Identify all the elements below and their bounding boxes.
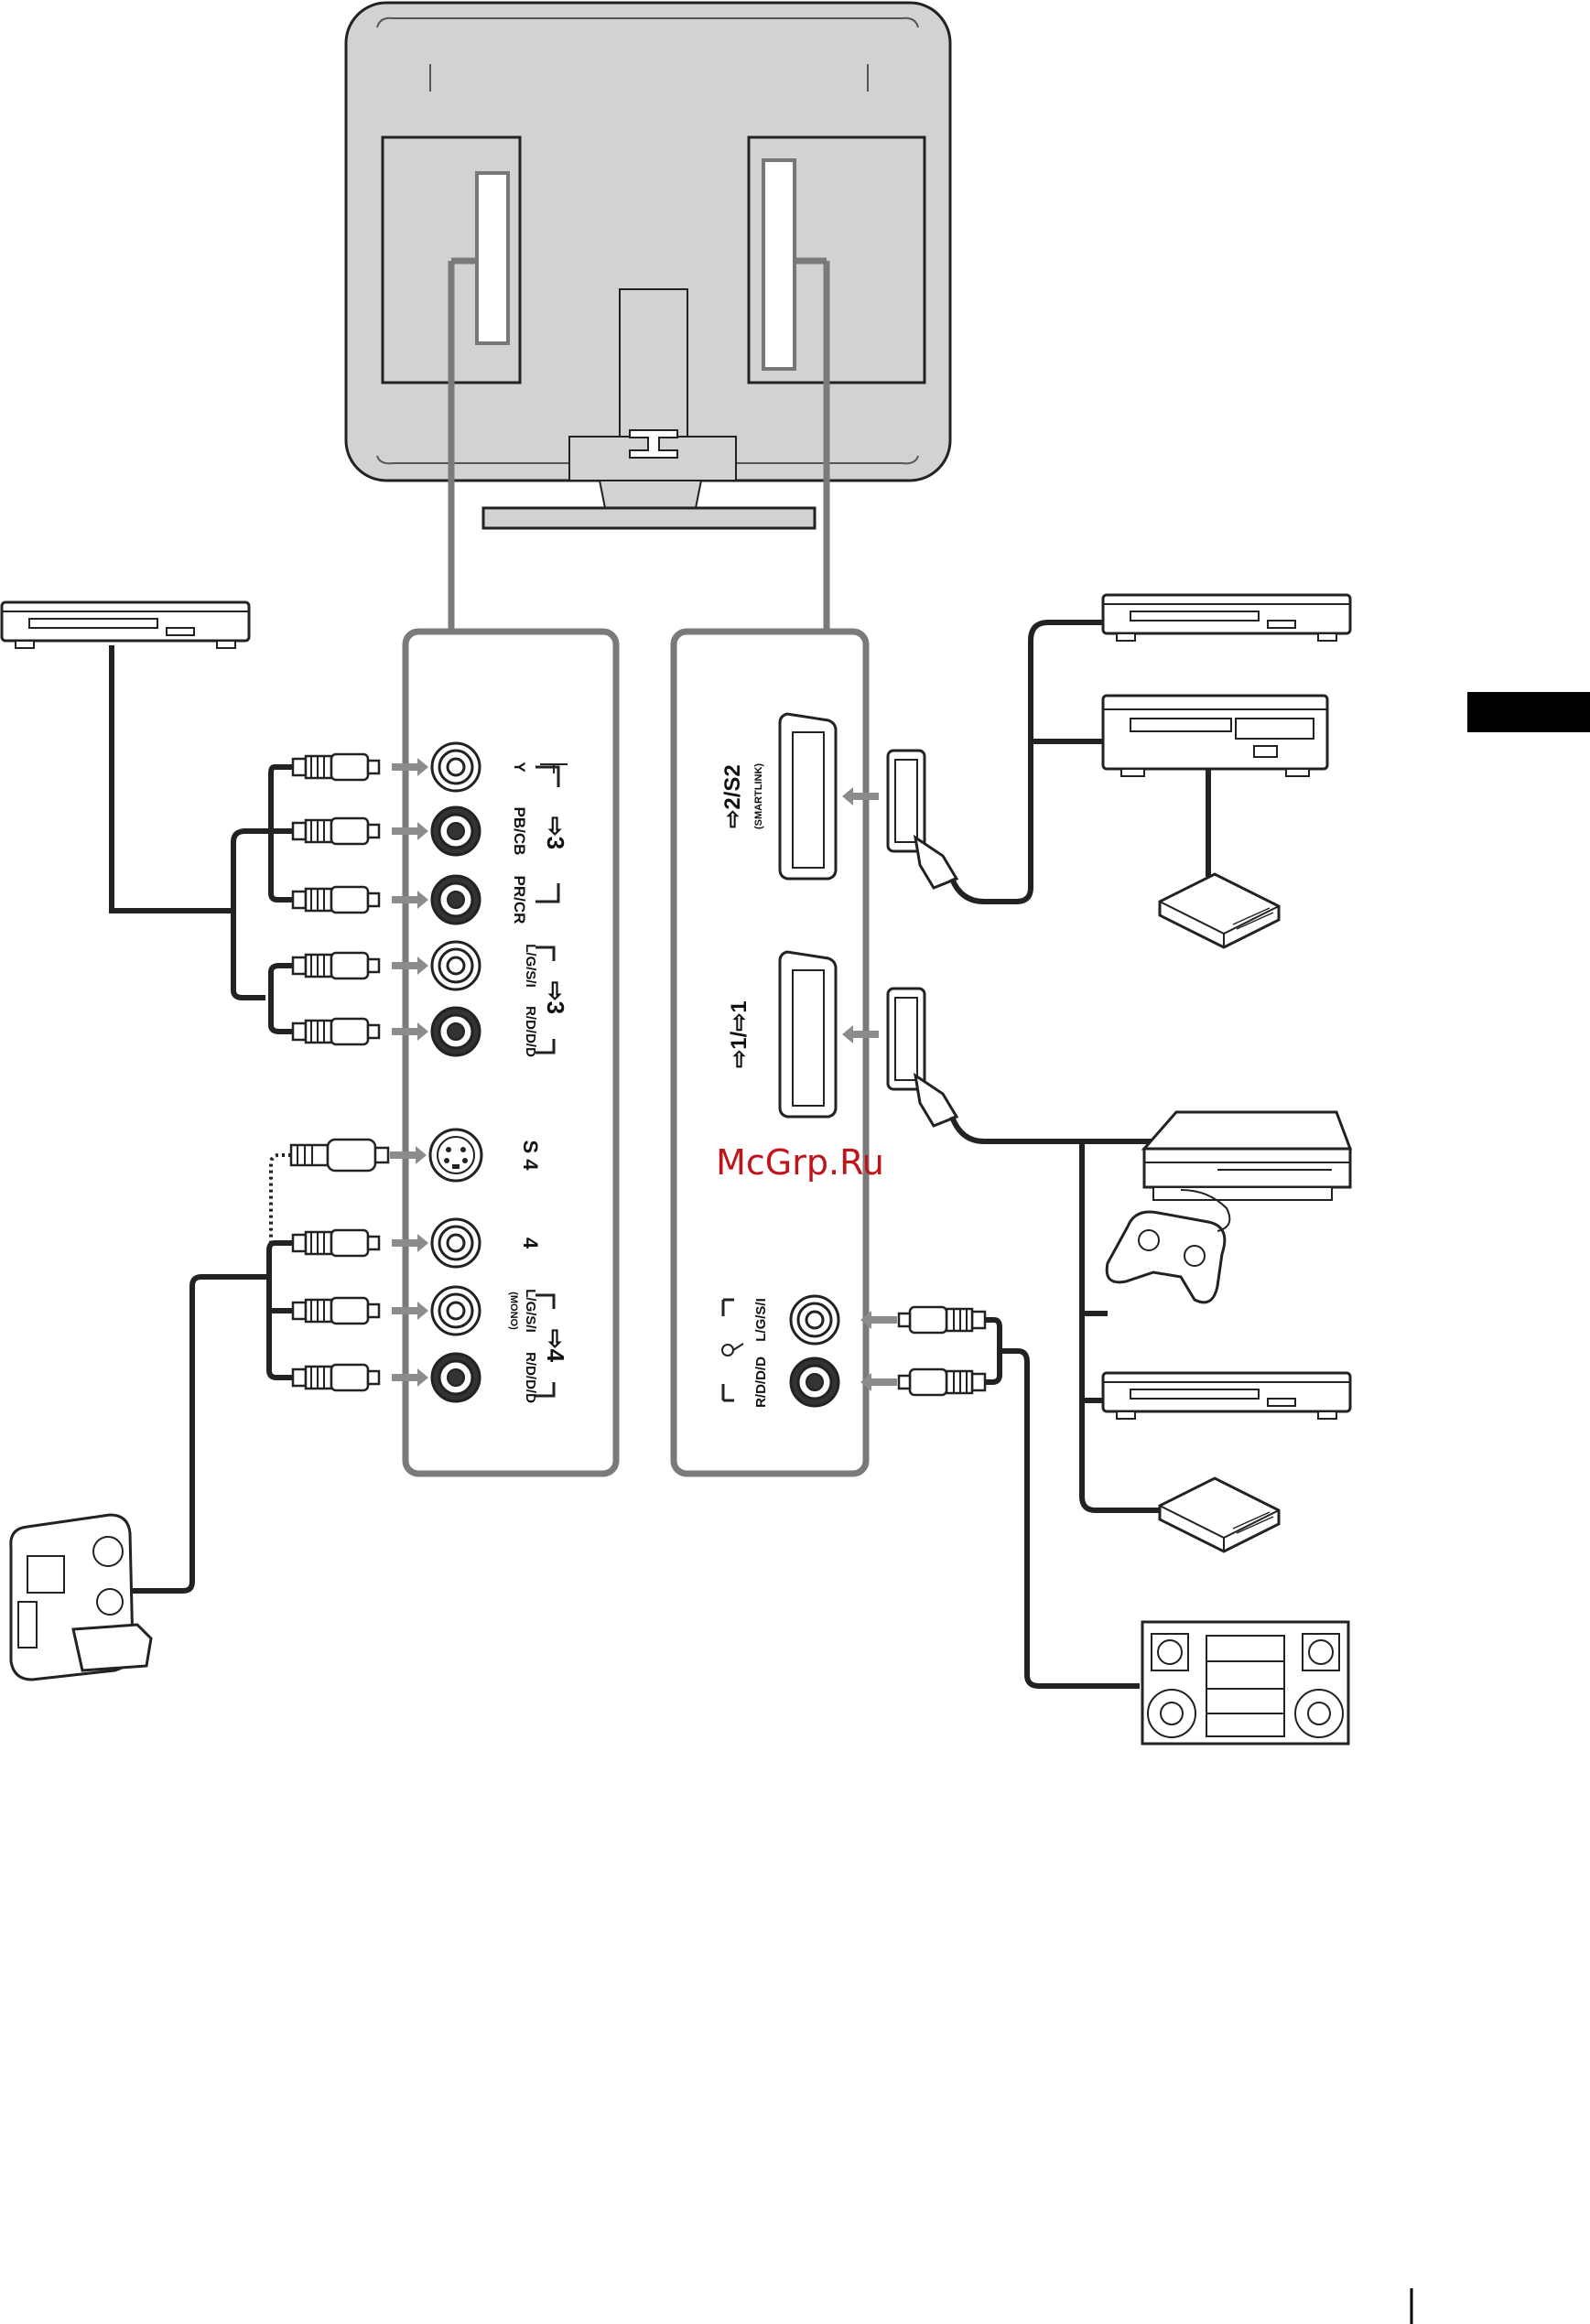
audio3-r-jack — [432, 1008, 480, 1055]
comp-label-pr: PR/CR — [511, 876, 528, 924]
audio4-r-jack — [432, 1354, 480, 1401]
hifi-system-icon — [1142, 1622, 1348, 1744]
watermark: McGrp.Ru — [716, 1142, 884, 1183]
dvd-player-icon — [2, 602, 249, 648]
audio-out-plugs — [899, 1307, 985, 1395]
audio3-label-r: R/D/D/D — [523, 1006, 538, 1057]
tv-rear-icon — [346, 3, 950, 528]
vcr-icon — [1103, 696, 1327, 776]
section-tab — [1467, 692, 1590, 732]
camcorder-icon — [11, 1515, 151, 1680]
audio3-title: ⇨3 — [542, 981, 569, 1014]
comp-title: ⇨3 — [542, 816, 569, 849]
svideo-title: S 4 — [519, 1140, 542, 1171]
svideo-jack — [430, 1130, 481, 1181]
scart-plug-icon-2 — [888, 989, 957, 1126]
audio-out-r-jack — [791, 1358, 838, 1406]
audio4-mono: (MONO) — [508, 1292, 519, 1330]
comp-label-y: Y — [511, 762, 528, 773]
audio-out-label-r: R/D/D/D — [753, 1357, 769, 1408]
rca-plug-icon — [293, 754, 379, 1390]
audio4-label-l: L/G/S/I — [523, 1289, 538, 1333]
scart2-subtitle: (SMARTLINK) — [753, 763, 764, 829]
right-connector-panel: ⇨2/S2 (SMARTLINK) ⇨1/⇨1 L/G/S/I R/D/D/D — [674, 632, 866, 1474]
dvd-recorder-icon — [1103, 595, 1350, 641]
gamepad-icon — [1107, 1190, 1229, 1303]
scart2-title: ⇨2/S2 — [720, 764, 745, 827]
svideo-plug-icon — [291, 1140, 388, 1171]
pr-jack — [432, 876, 480, 924]
video4-title: 4 — [519, 1238, 542, 1249]
audio3-label-l: L/G/S/I — [523, 944, 538, 988]
video4-jack — [432, 1219, 480, 1267]
audio4-title: ⇨4 — [542, 1329, 569, 1363]
scart1-title: ⇨1/⇨1 — [727, 1000, 752, 1068]
game-console-icon — [1144, 1112, 1350, 1200]
left-connector-panel: ⇨3 Y PB/CB PR/CR ⇨3 L/G/S/I R/D/D/D S 4 … — [406, 632, 616, 1474]
scart2-socket — [780, 714, 836, 879]
decoder-icon — [1160, 874, 1279, 947]
audio-out-label-l: L/G/S/I — [753, 1298, 769, 1342]
audio3-l-jack — [432, 942, 480, 989]
dvd-player-2-icon — [1103, 1373, 1350, 1419]
audio4-l-jack — [432, 1287, 480, 1335]
scart-plug-icon — [888, 751, 957, 888]
scart1-socket — [780, 952, 836, 1117]
audio-out-l-jack — [791, 1296, 838, 1344]
audio4-label-r: R/D/D/D — [523, 1352, 538, 1403]
comp-label-pb: PB/CB — [511, 807, 528, 856]
y-jack — [432, 743, 480, 791]
pb-jack — [432, 807, 480, 855]
decoder-2-icon — [1160, 1478, 1279, 1551]
